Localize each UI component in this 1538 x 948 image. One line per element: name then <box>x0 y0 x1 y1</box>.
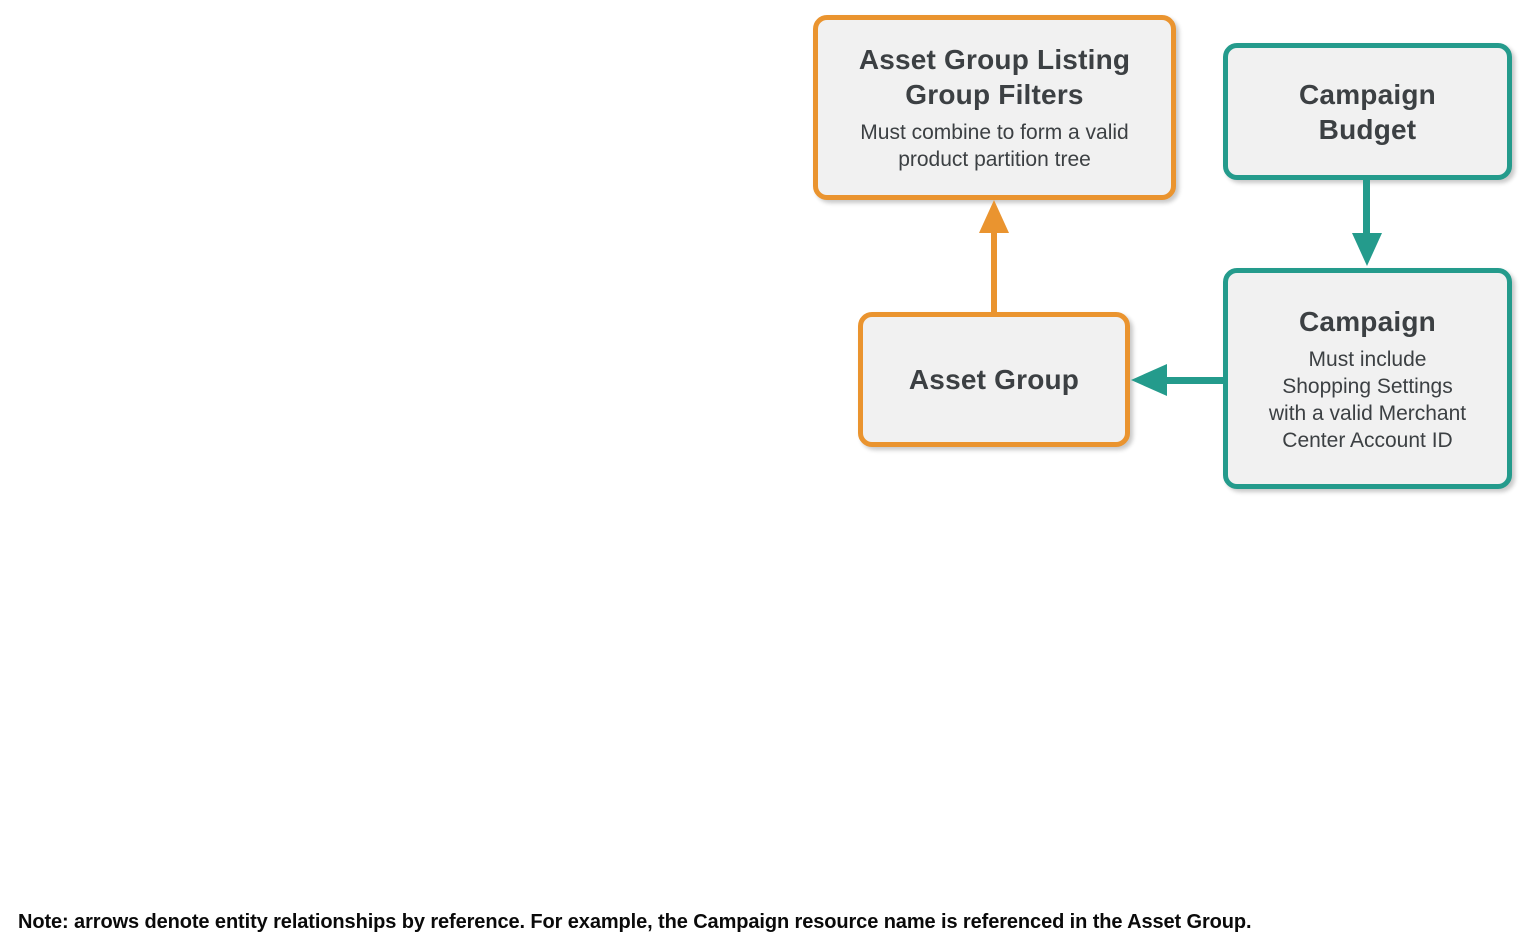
node-title: Asset Group <box>908 364 1080 395</box>
arrow-shaft <box>1164 377 1223 384</box>
arrow-left-icon <box>1131 364 1167 396</box>
node-subtitle: Must combine to form a valid product par… <box>860 121 1129 171</box>
node-asset-group: Asset Group <box>858 312 1130 447</box>
node-subtitle: Must include Shopping Settings with a va… <box>1268 347 1467 452</box>
node-asset-group-listing-group-filters: Asset Group Listing Group Filters Must c… <box>813 15 1176 200</box>
arrow-down-icon <box>1352 233 1382 266</box>
node-campaign-budget: Campaign Budget <box>1223 43 1512 180</box>
node-title: Asset Group Listing Group Filters <box>858 44 1131 110</box>
node-title: Campaign <box>1299 305 1436 337</box>
arrow-shaft <box>991 229 997 312</box>
footnote: Note: arrows denote entity relationships… <box>18 911 1252 933</box>
node-campaign: Campaign Must include Shopping Settings … <box>1223 268 1512 489</box>
arrow-shaft <box>1363 180 1370 235</box>
node-title: Campaign Budget <box>1299 78 1436 145</box>
arrow-up-icon <box>979 200 1009 233</box>
